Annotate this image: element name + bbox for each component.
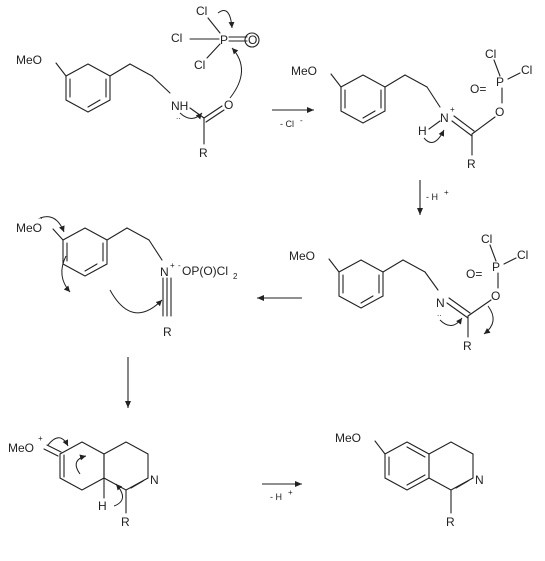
imine-n-label: N	[436, 296, 445, 310]
condition-step5-charge: +	[288, 488, 293, 497]
r-group-label: R	[467, 157, 476, 171]
phosphoryl-o-label: O=	[466, 267, 482, 281]
cl-label-right: Cl	[517, 248, 528, 262]
oxocarbenium-charge: +	[38, 434, 43, 443]
phosphoryl-o-label: O	[248, 33, 257, 47]
condition-step1: - Cl	[280, 119, 294, 129]
condition-step5: - H	[270, 492, 282, 502]
iminium-charge: +	[450, 105, 455, 114]
condition-step2: - H	[426, 192, 438, 202]
ester-o-label: O	[491, 289, 500, 303]
lone-pair-n: ..	[176, 112, 180, 121]
dichlorophosphate-label: OP(O)Cl	[182, 264, 228, 278]
phosphorus-label: P	[492, 260, 500, 274]
cl-label-top: Cl	[485, 47, 496, 61]
cl-label-left: Cl	[171, 31, 182, 45]
cl-label-top: Cl	[481, 232, 492, 246]
cl-label-top: Cl	[196, 4, 207, 18]
r-group-label: R	[463, 339, 472, 353]
phosphate-charge: -	[178, 261, 181, 270]
lone-pair-n: ..	[437, 309, 441, 318]
iminium-n-label: N	[440, 111, 449, 125]
methoxy-label: MeO	[289, 249, 315, 263]
ester-o-label: O	[495, 105, 504, 119]
structure-nitrilium-ion: MeO .. N + - OP(O)Cl 2 R	[16, 212, 238, 339]
methoxy-label: MeO	[16, 221, 42, 235]
r-group-label: R	[446, 515, 455, 529]
structure-imine-phosphate: MeO N .. O P O= Cl Cl R	[289, 232, 528, 353]
structure-dihydroisoquinoline: MeO N R	[335, 431, 484, 529]
nitrilium-charge: +	[170, 261, 175, 270]
phosphorus-label: P	[496, 75, 504, 89]
structure-imidoyl-phosphate: MeO N + H O P O= Cl Cl R	[291, 47, 532, 171]
r-group-label: R	[199, 146, 208, 160]
structure-cyclized-intermediate: MeO + N R H	[8, 434, 159, 529]
ring-n-label: N	[150, 473, 159, 487]
phosphoryl-o-label: O=	[470, 82, 486, 96]
carbonyl-o-label: O	[224, 98, 233, 112]
dichlorophosphate-subscript: 2	[233, 272, 238, 281]
cl-label-bottom: Cl	[194, 58, 205, 72]
lone-pair-o: ..	[38, 212, 42, 221]
methoxy-label: MeO	[16, 53, 42, 67]
condition-step1-charge: -	[300, 116, 303, 125]
amide-nh-label: NH	[171, 99, 188, 113]
structure-amide-pocl3: MeO NH .. O R Cl Cl Cl P O	[16, 4, 260, 160]
phosphorus-label: P	[220, 33, 228, 47]
condition-step2-charge: +	[444, 188, 449, 197]
r-group-label: R	[121, 515, 130, 529]
cl-label-right: Cl	[521, 63, 532, 77]
methoxy-label: MeO	[335, 431, 361, 445]
r-group-label: R	[163, 325, 172, 339]
n-h-label: H	[418, 124, 427, 138]
ring-n-label: N	[475, 473, 484, 487]
methoxy-label: MeO	[291, 64, 317, 78]
nitrilium-n-label: N	[160, 265, 169, 279]
sp3-h-label: H	[98, 499, 107, 513]
oxocarbenium-label: MeO	[8, 441, 34, 455]
